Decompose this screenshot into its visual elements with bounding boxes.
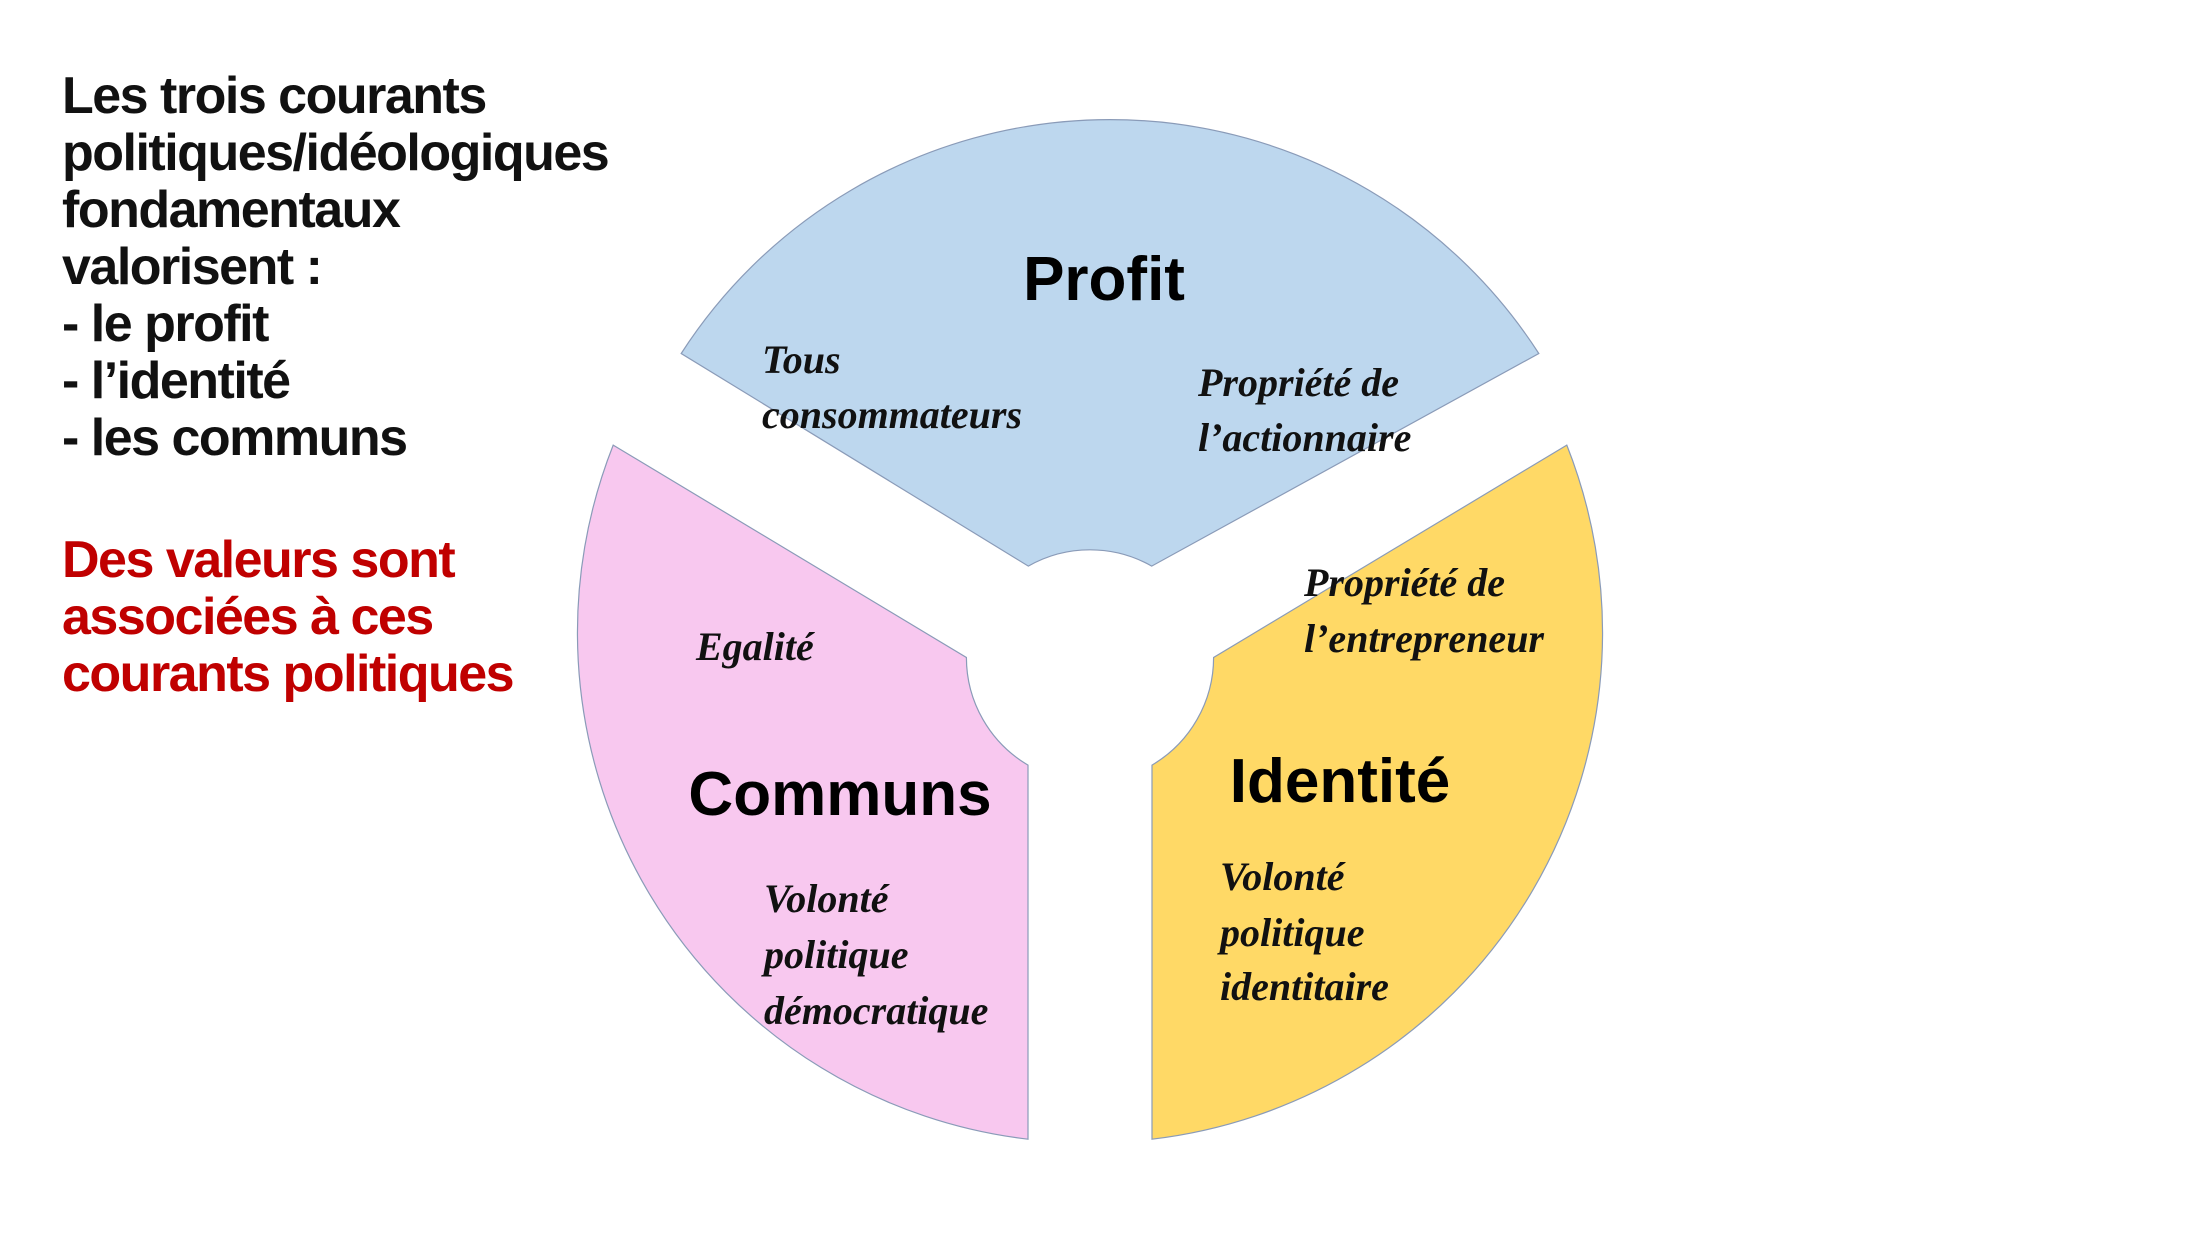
intro-line: fondamentaux — [62, 181, 401, 239]
segment-communs — [576, 444, 1029, 1140]
intro-line: - les communs — [62, 409, 408, 467]
identite-note-entrepreneur: Propriété de l’entrepreneur — [1303, 560, 1544, 661]
segment-profit — [680, 119, 1540, 567]
intro-line: valorisent : — [62, 238, 323, 296]
communs-title: Communs — [688, 760, 991, 829]
intro-line: - l’identité — [62, 352, 291, 410]
intro-line: politiques/idéologiques — [62, 124, 610, 182]
profit-note-consumers: Tous consommateurs — [762, 337, 1022, 437]
identite-note-political-will: Volonté politique identitaire — [1217, 854, 1389, 1009]
profit-title: Profit — [1023, 245, 1185, 314]
intro-line: Les trois courants — [62, 67, 487, 125]
intro-line: - le profit — [62, 295, 269, 353]
communs-note-political-will: Volonté politique démocratique — [761, 876, 988, 1033]
note-line: courants politiques — [62, 645, 515, 703]
identite-title: Identité — [1230, 747, 1450, 816]
communs-note-equality: Egalité — [695, 624, 815, 669]
note-line: Des valeurs sont — [62, 531, 456, 589]
intro-text: Les trois courants politiques/idéologiqu… — [62, 68, 682, 467]
profit-note-shareholder: Propriété de l’actionnaire — [1197, 360, 1411, 460]
highlight-note: Des valeurs sont associées à ces courant… — [62, 532, 682, 703]
note-line: associées à ces — [62, 588, 434, 646]
segment-identite — [1151, 444, 1604, 1140]
